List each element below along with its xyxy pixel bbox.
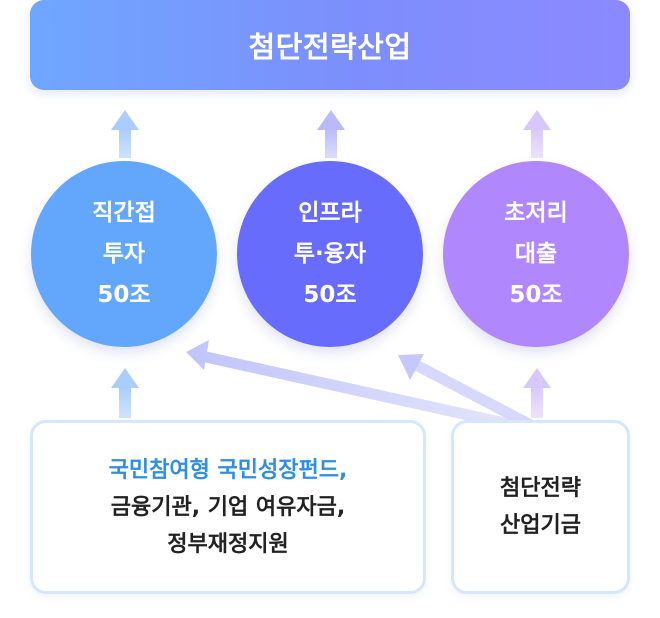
circle-3-amount: 50조 [509,281,563,308]
circle-3-line-2: 대출 [514,240,558,267]
fund-line-2: 산업기금 [500,513,581,538]
circle-1-line-2: 투자 [102,240,146,267]
circle-ultra-low-rate-loan: 초저리 대출 50조 [443,161,629,347]
banner-advanced-strategic-industry: 첨단전략산업 [30,0,630,90]
arrow-fund-to-circle-3 [523,368,551,418]
fund-line-1: 첨단전략 [500,476,581,501]
source-line-public-fund: 국민참여형 국민성장펀드, [108,457,348,483]
circle-2-line-1: 인프라 [298,199,362,226]
circle-2-amount: 50조 [303,281,357,308]
arrow-up-3 [523,110,551,158]
source-line-financial-institutions: 금융기관, 기업 여유자금, [110,494,346,520]
banner-title: 첨단전략산업 [248,30,412,64]
circle-1-amount: 50조 [97,281,151,308]
circle-3-line-1: 초저리 [504,199,568,226]
arrow-up-1 [111,110,139,158]
circle-infrastructure-investment-loan: 인프라 투·융자 50조 [237,161,423,347]
source-line-government-support: 정부재정지원 [167,531,289,557]
source-box-strategic-fund: 첨단전략 산업기금 [451,420,630,594]
circle-1-line-1: 직간접 [92,199,156,226]
arrow-source-to-circle-1 [111,368,139,418]
arrow-up-2 [317,110,345,158]
arrow-fund-to-circle-1 [186,340,547,438]
source-box-funding: 국민참여형 국민성장펀드, 금융기관, 기업 여유자금, 정부재정지원 [30,420,426,594]
circle-2-line-2: 투·융자 [293,240,367,267]
circle-direct-indirect-investment: 직간접 투자 50조 [31,161,217,347]
